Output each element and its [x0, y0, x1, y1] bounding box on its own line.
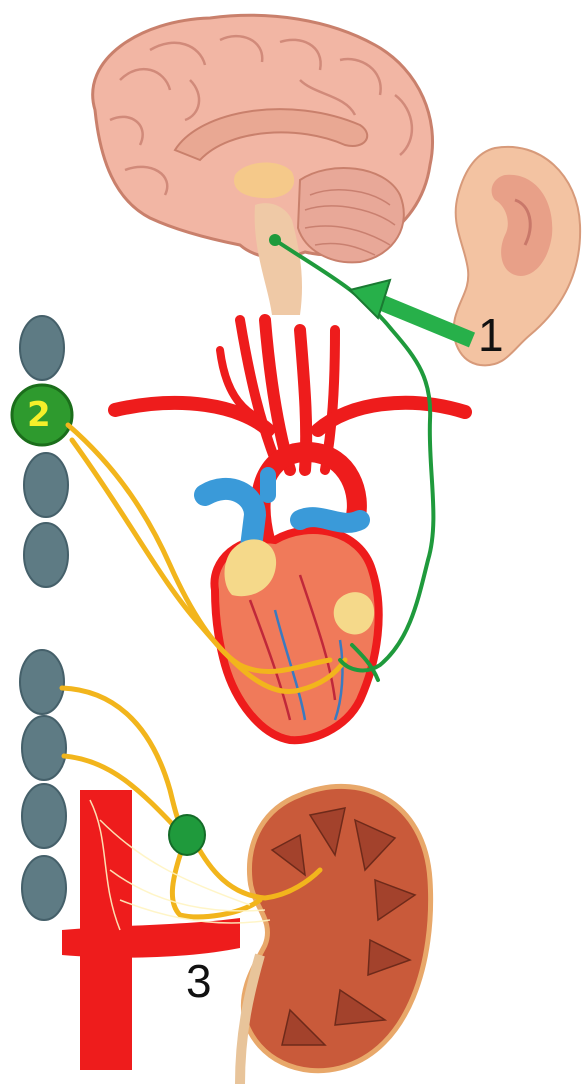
abdominal-aorta	[62, 790, 240, 1070]
brainstem-nucleus-dot	[269, 234, 281, 246]
cerebellum	[298, 168, 404, 262]
pulmonary-vein	[300, 517, 360, 523]
label-two: 2	[27, 398, 51, 432]
renal-ganglion	[169, 815, 205, 855]
kidney	[240, 786, 431, 1084]
heart	[205, 475, 379, 740]
sympathetic-chain-lower	[20, 650, 66, 920]
green-arrow	[350, 280, 472, 340]
brain	[93, 15, 433, 315]
sympathetic-chain-upper	[12, 316, 72, 587]
label-three: 3	[186, 958, 212, 1004]
label-one: 1	[478, 312, 504, 358]
